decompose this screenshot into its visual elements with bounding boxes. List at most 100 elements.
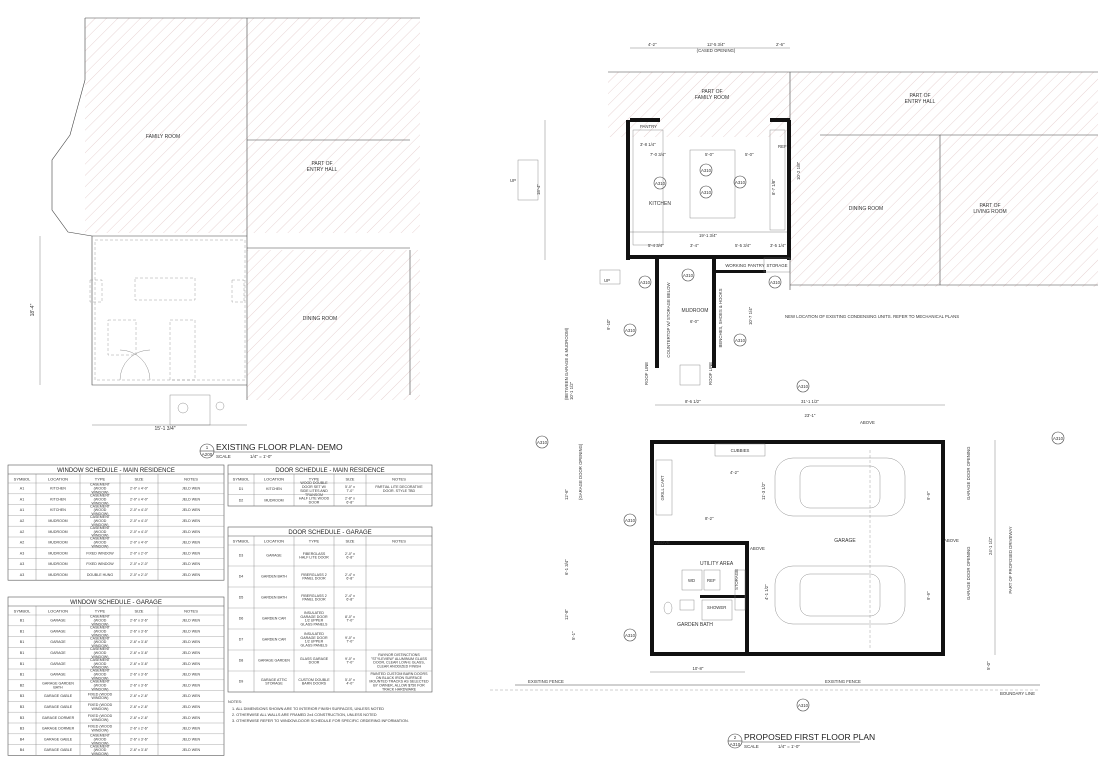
working-pantry-label: WORKING PANTRY <box>725 263 764 268</box>
dim-g14: 5'-1" <box>571 631 576 640</box>
garden-bath-label: GARDEN BATH <box>677 622 713 628</box>
window_schedule_garage-cell: B3 <box>20 694 24 698</box>
window_schedule_main-cell: A2 <box>20 541 24 545</box>
window_schedule_garage-cell: JELD WEN <box>182 629 201 633</box>
garage-south-wall <box>650 652 945 656</box>
window_schedule_garage-cell: GARAGE <box>50 651 66 655</box>
up-label: UP <box>510 178 516 183</box>
window_schedule_main-cell: JELD WEN <box>182 562 201 566</box>
mudroom-east-wall <box>712 258 716 368</box>
door_schedule_garage-header: LOCATION <box>264 539 284 544</box>
window_schedule_main-header: TYPE <box>95 477 106 482</box>
condensing-note: NEW LOCATION OF EXISTING CONDENSING UNIT… <box>785 314 959 319</box>
window_schedule_garage-cell: JELD WEN <box>182 694 201 698</box>
dim-top-c: 2'-6" <box>776 42 785 47</box>
window_schedule_main-cell: KITCHEN <box>50 508 66 512</box>
door_schedule_garage-title: DOOR SCHEDULE - GARAGE <box>288 530 371 536</box>
window_schedule_main-cell: JELD WEN <box>182 573 201 577</box>
garage-east-wall <box>941 440 945 655</box>
tag-10: A310 <box>640 280 651 285</box>
tag-15: A310 <box>798 703 809 708</box>
storage-label: STORAGE <box>767 263 788 268</box>
window_schedule_garage-cell: 2'-6" x 3'-6" <box>130 619 149 623</box>
window_schedule_garage-cell: 2'-6" x 3'-6" <box>130 651 149 655</box>
window_schedule_main-cell: A3 <box>20 573 24 577</box>
proposed-plan-scale: 1/4" = 1'-0" <box>778 744 800 749</box>
dim-g8: 9'-9" <box>926 591 931 600</box>
tag-11: A310 <box>770 280 781 285</box>
window_schedule_main-cell: JELD WEN <box>182 497 201 501</box>
counter-storage-label: COUNTERTOP W/ STORAGE BELOW <box>666 281 671 357</box>
window_schedule_main-cell: KITCHEN <box>50 497 66 501</box>
dim-g11: 6'-1 3/4" <box>564 559 569 575</box>
family-room-label: FAMILY ROOM <box>695 95 729 101</box>
window_schedule_main-cell: 2'-0" x 2'-0" <box>130 551 149 555</box>
proposed-tag-sheet: A310 <box>730 742 741 747</box>
door_schedule_main-cell: KITCHEN <box>266 487 282 491</box>
dim-g15: 10'-8" <box>693 666 704 671</box>
window_schedule_main-cell: 2'-0" x 4'-0" <box>130 530 149 534</box>
window_schedule_garage-cell: GARAGE <box>50 629 66 633</box>
door_schedule_main-header: SYMBOL <box>233 477 250 482</box>
between-note: (BETWEEN GARAGE & MUDROOM) <box>564 327 569 400</box>
window_schedule_main-header: SIZE <box>135 477 144 482</box>
living-part-label: PART OF <box>979 203 1000 209</box>
section-tags: A310 A310 A310 A310 A310 A310 A310 A310 … <box>535 163 1065 712</box>
door_schedule_main-title: DOOR SCHEDULE - MAIN RESIDENCE <box>275 468 384 474</box>
window_schedule_garage-cell: B1 <box>20 673 24 677</box>
existing-family-room-label: FAMILY ROOM <box>146 134 180 140</box>
door_schedule_garage-header: TYPE <box>309 539 320 544</box>
proposed-plan-title: PROPOSED FIRST FLOOR PLAN <box>744 732 875 742</box>
pantry-label: PANTRY <box>640 124 657 129</box>
door_schedule_main-header: NOTES <box>392 477 406 482</box>
above-note-3: ABOVE <box>944 538 959 543</box>
kitchen-south-wall <box>626 255 791 259</box>
existing-tag-num: 1 <box>206 445 209 450</box>
tag-2: A310 <box>625 518 636 523</box>
window_schedule_main-cell: JELD WEN <box>182 541 201 545</box>
window_schedule_main-cell: A1 <box>20 487 24 491</box>
window_schedule_garage-cell: 2'-6" x 2'-6" <box>130 716 149 720</box>
tag-3: A310 <box>625 633 636 638</box>
window_schedule_main-cell: 2'-0" x 2'-0" <box>130 573 149 577</box>
window_schedule_garage-cell: GARAGE <box>50 619 66 623</box>
dining-room-label: DINING ROOM <box>849 206 883 212</box>
window_schedule_garage-cell: JELD WEN <box>182 640 201 644</box>
window_schedule_garage-cell: GARAGE <box>50 640 66 644</box>
cased-opening-note: (CASED OPENING) <box>697 48 736 53</box>
utility-area-label: UTILITY AREA <box>700 561 734 567</box>
window_schedule_garage-cell: JELD WEN <box>182 737 201 741</box>
window_schedule_main-cell: MUDROOM <box>48 573 67 577</box>
window_schedule_garage-cell: GARAGE GABLE <box>44 705 73 709</box>
dim-k6: 8'-7 1/8" <box>771 179 776 195</box>
window_schedule_garage-cell: 2'-6" x 3'-6" <box>130 673 149 677</box>
window_schedule_main-title: WINDOW SCHEDULE - MAIN RESIDENCE <box>57 468 175 474</box>
door_schedule_main-cell: D2 <box>239 498 244 502</box>
window_schedule_main-cell: MUDROOM <box>48 541 67 545</box>
window_schedule_garage-cell: JELD WEN <box>182 662 201 666</box>
shower-label: SHOWER <box>707 605 726 610</box>
existing-hatch-dining <box>247 250 420 400</box>
window_schedule_main-cell: DOUBLE HUNG <box>87 573 114 577</box>
window_schedule_garage-cell: B1 <box>20 619 24 623</box>
dim-k7: 10'-2 1/8" <box>796 161 801 180</box>
proposed-scale-word: SCALE <box>744 744 759 749</box>
driveway-note: PART OF PROPOSED DRIVEWAY <box>1008 526 1013 593</box>
ref2-label: REF <box>707 578 716 583</box>
window_schedule_garage-cell: JELD WEN <box>182 673 201 677</box>
dim-g13: 12'-8" <box>564 609 569 620</box>
window_schedule_garage-cell: 2'-6" x 2'-6" <box>130 727 149 731</box>
window_schedule_garage-cell: 2'-6" x 3'-6" <box>130 629 149 633</box>
note-1: 1. ALL DIMENSIONS SHOWN ARE TO INTERIOR … <box>232 707 384 711</box>
